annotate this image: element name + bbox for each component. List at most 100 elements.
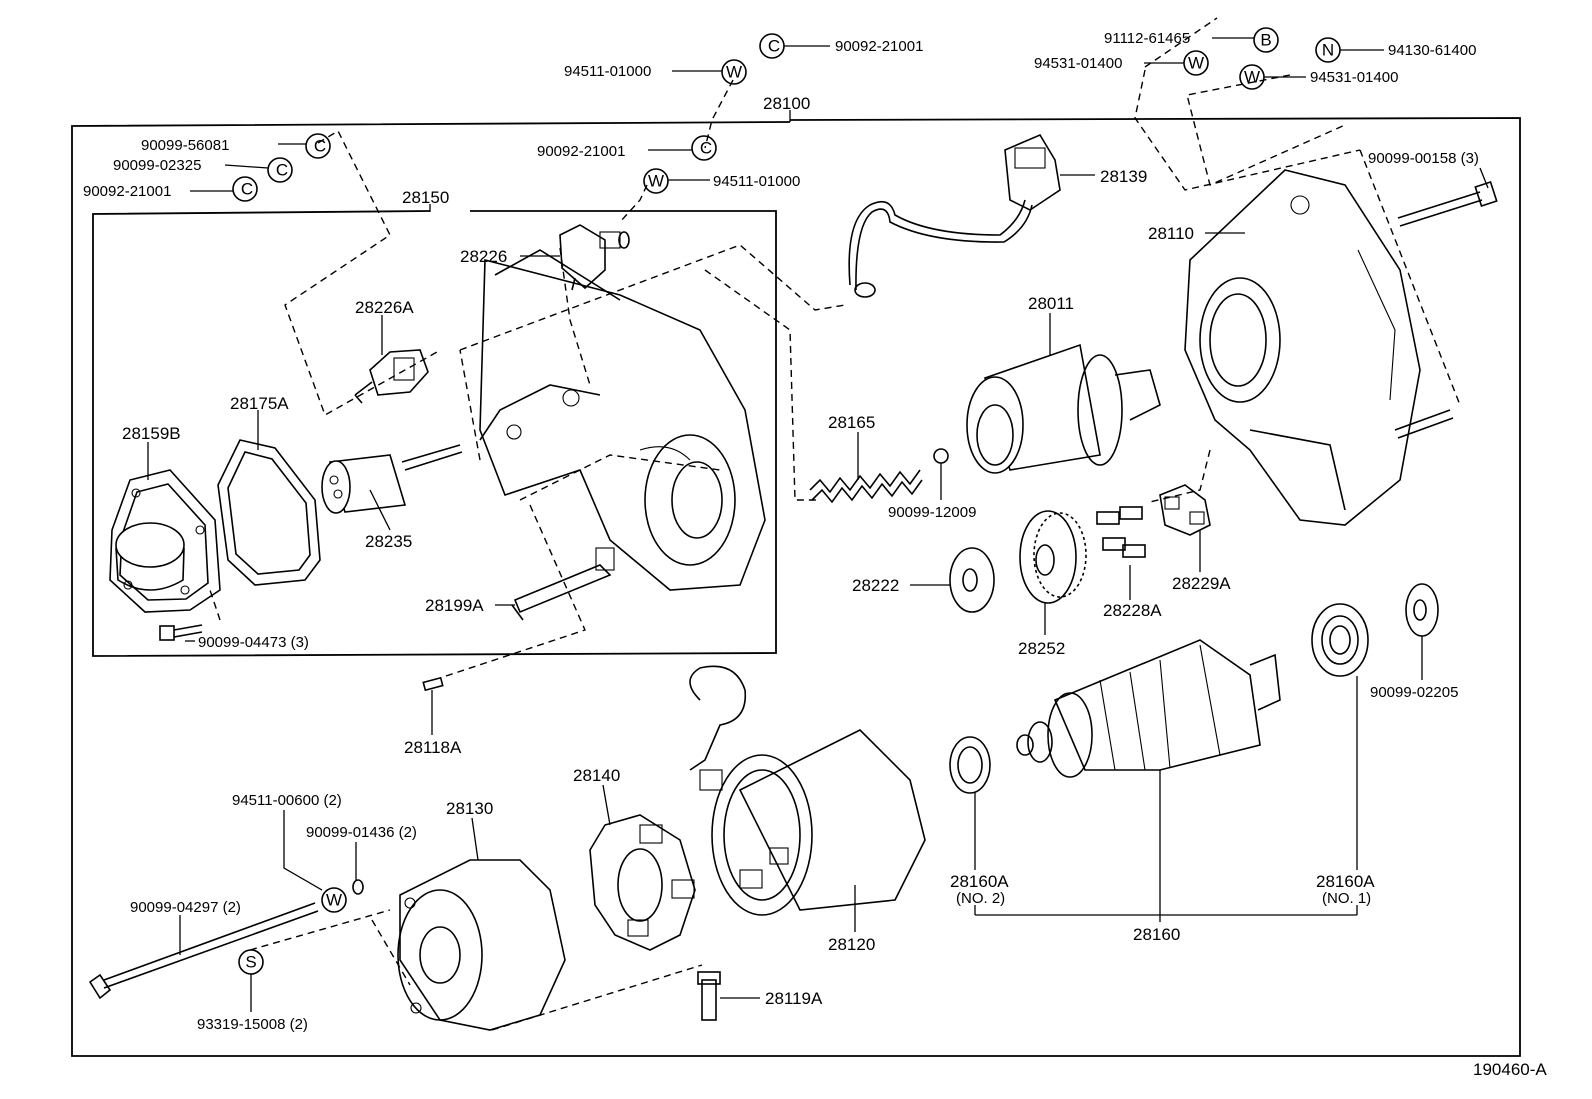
- part-28252-idler-gear: [1019, 510, 1087, 604]
- part-28160A-no1-bearing: [1311, 603, 1369, 677]
- label-28140: 28140: [573, 766, 620, 785]
- part-90099-12009-ball: [933, 448, 949, 464]
- part-end-frame-housing: [479, 249, 766, 591]
- label-28160A-no2-sub: (NO. 2): [956, 890, 1005, 907]
- part-28139-lead-wire: [848, 133, 1061, 298]
- symbol-nut: N: [1315, 37, 1341, 63]
- svg-text:C: C: [241, 180, 253, 199]
- svg-text:C: C: [768, 37, 780, 56]
- label-90099-02325: 90099-02325: [113, 157, 201, 174]
- part-28110-drive-housing: [1184, 169, 1454, 526]
- svg-text:N: N: [1322, 41, 1334, 60]
- part-90099-02205-washer: [1405, 583, 1439, 637]
- svg-text:W: W: [326, 891, 342, 910]
- label-28110: 28110: [1148, 224, 1194, 243]
- label-94511-01000-mid: 94511-01000: [713, 173, 800, 190]
- label-28160A-no2: 28160A: [950, 872, 1009, 891]
- label-94531-01400-b: 94531-01400: [1310, 69, 1398, 86]
- label-28159B: 28159B: [122, 424, 181, 443]
- assembly-dash-lines: [209, 17, 1461, 1031]
- part-labels: 90092-21001 94511-01000 90092-21001 9451…: [83, 30, 1479, 1033]
- label-28229A: 28229A: [1172, 574, 1231, 593]
- diagram-id: 190460-A: [1473, 1060, 1547, 1079]
- leader-lines: [147, 37, 1489, 1012]
- part-28160-armature: [1016, 639, 1281, 778]
- label-28120: 28120: [828, 935, 875, 954]
- label-90099-04297: 90099-04297 (2): [130, 899, 241, 916]
- label-93319-15008: 93319-15008 (2): [197, 1016, 308, 1033]
- label-28222: 28222: [852, 576, 899, 595]
- label-90099-04473: 90099-04473 (3): [198, 634, 309, 651]
- part-90099-04297-through-bolt: [88, 902, 319, 1000]
- label-28119A: 28119A: [765, 989, 823, 1008]
- label-28139: 28139: [1100, 167, 1147, 186]
- symbol-washer-top: W: [721, 59, 747, 85]
- symbol-clip-left-1: C: [305, 133, 331, 159]
- label-28226: 28226: [460, 247, 507, 266]
- label-28228A: 28228A: [1103, 601, 1162, 620]
- assembly-label-28100: 28100: [763, 94, 810, 113]
- symbol-washer-right-1: W: [1183, 50, 1209, 76]
- label-90092-21001-top: 90092-21001: [835, 38, 923, 55]
- label-28235: 28235: [365, 532, 412, 551]
- label-28165: 28165: [828, 413, 875, 432]
- part-28011-clutch: [966, 343, 1161, 474]
- svg-text:S: S: [245, 953, 256, 972]
- svg-text:W: W: [648, 172, 664, 191]
- part-28235-plunger: [321, 444, 463, 514]
- end-frame-subassembly-frame: [92, 204, 777, 657]
- svg-text:W: W: [726, 63, 742, 82]
- part-28120-yoke: [689, 665, 926, 916]
- part-28130-commutator-end-frame: [397, 859, 566, 1031]
- part-28165-spring: [809, 469, 923, 504]
- label-28199A: 28199A: [425, 596, 484, 615]
- assembly-label-28150: 28150: [402, 188, 449, 207]
- symbol-washer-right-2: W: [1239, 64, 1265, 90]
- symbol-screw: S: [238, 949, 264, 975]
- label-90099-01436: 90099-01436 (2): [306, 824, 417, 841]
- part-28222-washer: [949, 547, 995, 613]
- symbol-clip-left-3: C: [232, 176, 258, 202]
- label-28130: 28130: [446, 799, 493, 818]
- part-28140-brush-holder: [589, 814, 696, 951]
- label-28160A-no1: 28160A: [1316, 872, 1375, 891]
- symbol-clip-left-2: C: [267, 157, 293, 183]
- svg-text:W: W: [1188, 54, 1204, 73]
- part-90099-04473-bolt: [159, 624, 203, 641]
- label-28175A: 28175A: [230, 394, 289, 413]
- svg-text:C: C: [700, 139, 712, 158]
- symbol-bolt: B: [1253, 27, 1279, 53]
- svg-text:W: W: [1244, 68, 1260, 87]
- part-28228A-rollers: [1096, 506, 1146, 558]
- part-90099-01436-ring: [352, 879, 364, 895]
- label-94511-01000-top: 94511-01000: [564, 63, 651, 80]
- part-28175A-gasket: [217, 439, 321, 586]
- symbol-clip-top: C: [759, 33, 785, 59]
- label-28160A-no1-sub: (NO. 1): [1322, 890, 1371, 907]
- part-28119A-bolt: [697, 971, 721, 1021]
- label-90092-21001-left: 90092-21001: [83, 183, 171, 200]
- label-90099-02205: 90099-02205: [1370, 684, 1458, 701]
- svg-text:C: C: [276, 161, 288, 180]
- svg-text:C: C: [314, 137, 326, 156]
- part-28229A-retainer: [1159, 484, 1211, 536]
- symbol-washer-mid: W: [643, 168, 669, 194]
- assembly-label-28160: 28160: [1133, 925, 1180, 944]
- part-28160A-no2-bearing: [949, 736, 991, 794]
- part-28159B-cover: [109, 469, 221, 613]
- main-assembly-frame: [71, 110, 1521, 1057]
- part-28118A-pin: [422, 676, 444, 692]
- label-94130-61400: 94130-61400: [1388, 42, 1476, 59]
- label-94511-00600: 94511-00600 (2): [232, 792, 342, 809]
- label-28011: 28011: [1028, 294, 1074, 313]
- label-94531-01400-a: 94531-01400: [1034, 55, 1122, 72]
- part-28199A-strip: [511, 547, 615, 621]
- part-28226-terminal-kit: [559, 224, 630, 291]
- svg-text:B: B: [1260, 31, 1271, 50]
- label-90099-56081: 90099-56081: [141, 137, 229, 154]
- symbol-washer-bottom: W: [321, 887, 347, 913]
- label-28226A: 28226A: [355, 298, 414, 317]
- label-28118A: 28118A: [404, 738, 462, 757]
- part-90099-00158-bolt: [1397, 181, 1498, 227]
